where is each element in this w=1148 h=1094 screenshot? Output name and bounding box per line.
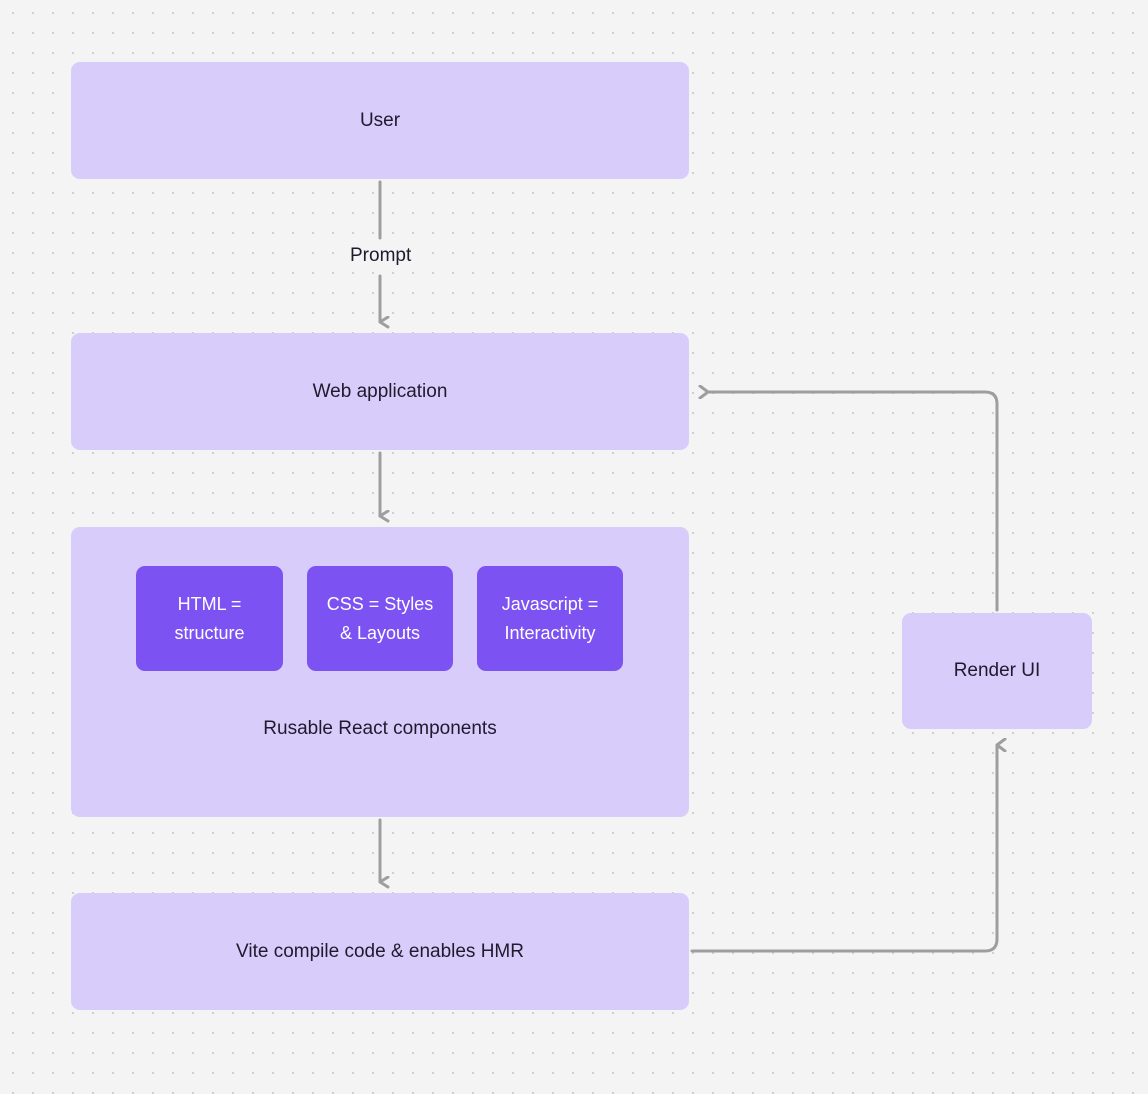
node-javascript-label: Javascript = Interactivity bbox=[502, 590, 599, 648]
node-css-line1: CSS = Styles bbox=[326, 593, 434, 614]
node-user[interactable]: User bbox=[71, 62, 689, 179]
node-html-line2: structure bbox=[174, 622, 245, 643]
node-css-line2: & Layouts bbox=[339, 622, 421, 643]
edge-vite-to-renderui bbox=[690, 745, 997, 953]
node-components-caption: Rusable React components bbox=[263, 718, 497, 739]
node-vite-label: Vite compile code & enables HMR bbox=[236, 940, 524, 962]
node-css[interactable]: CSS = Styles & Layouts bbox=[307, 566, 453, 671]
node-user-label: User bbox=[359, 109, 401, 131]
node-html[interactable]: HTML = structure bbox=[136, 566, 283, 671]
node-web-application-label: Web application bbox=[312, 380, 448, 402]
node-html-label: HTML = structure bbox=[174, 590, 244, 648]
edge-renderui-to-webapp bbox=[708, 392, 999, 612]
node-web-application[interactable]: Web application bbox=[71, 333, 689, 450]
node-vite[interactable]: Vite compile code & enables HMR bbox=[71, 893, 689, 1010]
node-javascript-line1: Javascript = bbox=[501, 593, 599, 614]
node-render-ui[interactable]: Render UI bbox=[902, 613, 1092, 729]
node-css-label: CSS = Styles & Layouts bbox=[327, 590, 434, 648]
node-html-line1: HTML = bbox=[177, 593, 242, 614]
edge-label-prompt: Prompt bbox=[344, 245, 418, 267]
node-render-ui-label: Render UI bbox=[953, 660, 1041, 682]
node-javascript-line2: Interactivity bbox=[504, 622, 596, 643]
node-javascript[interactable]: Javascript = Interactivity bbox=[477, 566, 623, 671]
